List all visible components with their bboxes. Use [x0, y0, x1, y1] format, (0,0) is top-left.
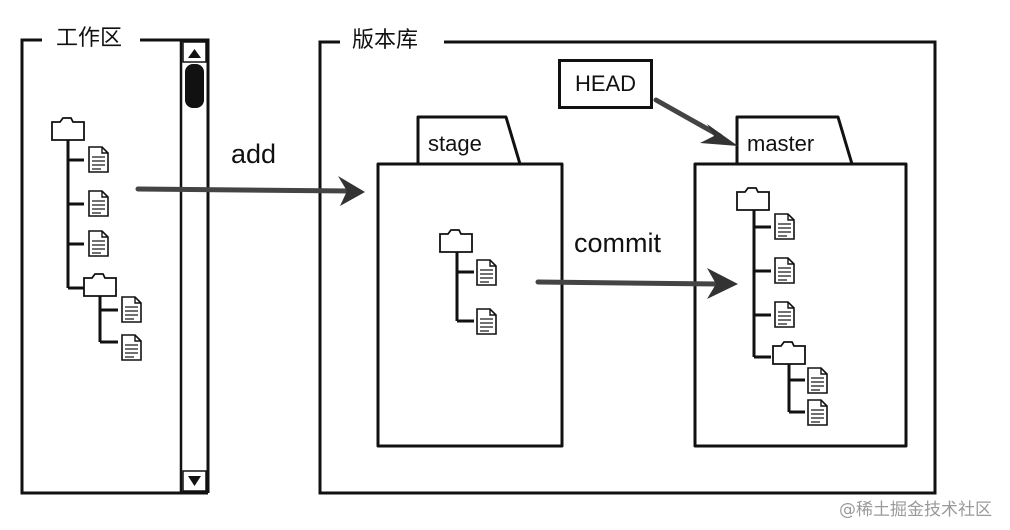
commit-label: commit: [574, 228, 661, 258]
folder-icon: [439, 229, 473, 253]
stage-label: stage: [428, 131, 482, 156]
workspace-frame: [20, 38, 210, 495]
watermark: @稀土掘金技术社区: [839, 500, 992, 520]
file-icon: [88, 190, 109, 217]
workspace-file-tree: [66, 140, 118, 344]
file-icon: [121, 296, 142, 323]
folder-icon: [772, 341, 806, 365]
commit-arrow: [535, 268, 738, 299]
folder-icon: [736, 187, 770, 211]
file-icon: [774, 301, 795, 328]
file-icon: [476, 308, 497, 335]
folder-icon: [51, 117, 85, 141]
stage-folder: [376, 115, 564, 448]
file-icon: [774, 257, 795, 284]
file-icon: [476, 259, 497, 286]
file-icon: [807, 367, 828, 394]
workspace-scrollbar[interactable]: [179, 40, 207, 493]
repository-label: 版本库: [346, 28, 425, 54]
head-pointer-arrow: [653, 97, 738, 146]
file-icon: [807, 399, 828, 426]
head-label: HEAD: [558, 59, 653, 109]
master-folder: [693, 115, 908, 448]
scroll-up-icon: [188, 49, 201, 58]
file-icon: [88, 230, 109, 257]
folder-icon: [83, 273, 117, 297]
add-label: add: [231, 139, 277, 169]
master-label: master: [747, 131, 815, 156]
scroll-thumb[interactable]: [185, 64, 204, 108]
repository-frame: [318, 40, 937, 495]
scroll-down-icon: [188, 476, 201, 486]
file-icon: [121, 334, 142, 361]
workspace-label: 工作区: [50, 26, 129, 52]
file-icon: [774, 213, 795, 240]
add-arrow: [135, 176, 365, 206]
file-icon: [88, 146, 109, 173]
